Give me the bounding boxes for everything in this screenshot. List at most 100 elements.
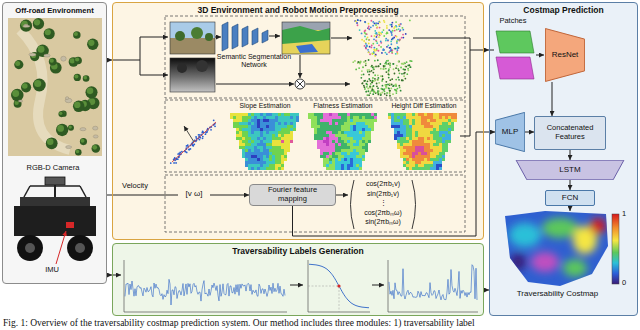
slope-map — [251, 122, 254, 125]
slope-map — [257, 140, 260, 143]
flatness-map — [338, 134, 341, 137]
slope-map — [284, 158, 287, 161]
flatness-map — [323, 155, 326, 158]
flatness-map — [323, 149, 326, 152]
height-diff-map — [391, 113, 394, 116]
slope-map — [284, 122, 287, 125]
point-cloud — [379, 21, 381, 23]
height-diff-map — [421, 146, 424, 149]
costmap-image — [563, 259, 587, 277]
point-cloud — [383, 29, 385, 31]
point-cloud — [406, 61, 408, 63]
height-diff-map — [409, 152, 412, 155]
slope-map — [251, 125, 254, 128]
point-cloud — [368, 94, 370, 96]
height-diff-map — [409, 137, 412, 140]
flatness-map — [332, 152, 335, 155]
height-diff-map — [427, 131, 430, 134]
component-label-slot: IMU — [40, 266, 64, 275]
slope-map — [272, 149, 275, 152]
point-cloud — [399, 39, 401, 41]
point-cloud — [394, 84, 396, 86]
terrain-tree — [83, 76, 87, 80]
flatness-map — [332, 146, 335, 149]
height-diff-map — [430, 137, 433, 140]
point-cloud — [389, 90, 391, 92]
point-cloud — [378, 36, 380, 38]
slope-map — [275, 116, 278, 119]
height-diff-map — [424, 149, 427, 152]
point-cloud — [376, 27, 378, 29]
height-diff-map — [418, 146, 421, 149]
point-cloud — [395, 67, 397, 69]
flatness-map — [368, 113, 371, 116]
flatness-map — [326, 128, 329, 131]
slope-map — [263, 161, 266, 164]
height-diff-map — [418, 161, 421, 164]
imu-signal — [125, 279, 285, 305]
point-cloud — [371, 53, 373, 55]
point-cloud — [373, 68, 375, 70]
point-cloud — [402, 37, 404, 39]
flow-line — [570, 206, 571, 211]
slope-map — [257, 131, 260, 134]
flatness-map — [362, 116, 365, 119]
flatness-map — [326, 134, 329, 137]
flatness-map — [362, 146, 365, 149]
module-label-slot: Semantic Segmentation Network — [214, 53, 294, 69]
point-cloud — [403, 62, 405, 64]
slope-map — [290, 140, 293, 143]
point-cloud — [373, 38, 375, 40]
flatness-map — [335, 116, 338, 119]
slope-map — [242, 155, 245, 158]
flatness-map — [359, 113, 362, 116]
flow-line — [335, 195, 348, 196]
point-cloud — [394, 30, 396, 32]
flatness-map — [368, 128, 371, 131]
slope-map — [245, 134, 248, 137]
flatness-map — [374, 116, 377, 119]
height-diff-map — [424, 155, 427, 158]
height-diff-map — [424, 161, 427, 164]
slope-map — [260, 155, 263, 158]
flatness-map — [344, 167, 347, 170]
flatness-map — [335, 158, 338, 161]
slope-map — [254, 155, 257, 158]
point-cloud — [376, 85, 378, 87]
flatness-map — [353, 122, 356, 125]
point-cloud — [367, 49, 369, 51]
flatness-map — [350, 155, 353, 158]
height-diff-map — [421, 131, 424, 134]
rgb-image — [205, 33, 213, 41]
rgb-image — [175, 31, 185, 41]
height-diff-map — [436, 167, 439, 170]
slope-map — [272, 152, 275, 155]
slope-map — [254, 116, 257, 119]
terrain-tree — [59, 112, 62, 115]
flatness-map — [311, 116, 314, 119]
point-cloud — [369, 92, 371, 94]
flatness-map — [338, 137, 341, 140]
point-cloud — [390, 43, 392, 45]
flatness-map — [326, 137, 329, 140]
flatness-map — [338, 146, 341, 149]
height-diff-map — [442, 113, 445, 116]
point-cloud — [383, 68, 385, 70]
flatness-map — [326, 146, 329, 149]
matrix-entry-slot: sin(2πb₁v) — [352, 190, 414, 198]
costmap-panel: Costmap PredictionResNetMLPConcatenated … — [489, 2, 638, 316]
component-label: IMU — [40, 266, 64, 275]
height-diff-map — [424, 113, 427, 116]
height-diff-map — [427, 116, 430, 119]
height-diff-map — [394, 125, 397, 128]
flatness-map — [329, 143, 332, 146]
step-label: Flatness Estimation — [304, 102, 382, 110]
flatness-map — [350, 131, 353, 134]
flatness-map — [314, 116, 317, 119]
height-diff-map — [436, 134, 439, 137]
slope-map — [248, 116, 251, 119]
flatness-map — [323, 119, 326, 122]
height-diff-map — [418, 152, 421, 155]
height-diff-map — [439, 149, 442, 152]
flatness-map — [320, 125, 323, 128]
